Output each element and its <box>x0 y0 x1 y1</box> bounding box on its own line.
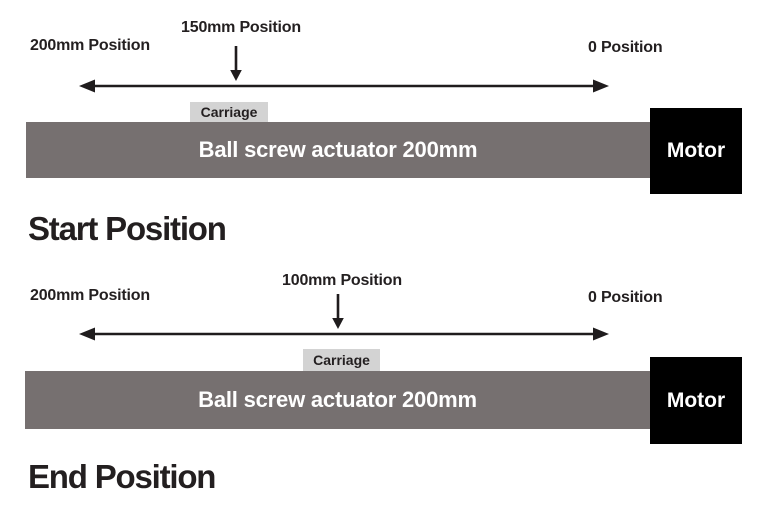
actuator-bar: Ball screw actuator 200mm <box>25 371 650 429</box>
motor-block: Motor <box>650 108 742 194</box>
mid-position-label: 100mm Position <box>282 272 402 289</box>
carriage-block: Carriage <box>190 102 268 122</box>
actuator-bar-label: Ball screw actuator 200mm <box>198 387 477 412</box>
mid-position-label: 150mm Position <box>181 19 301 36</box>
travel-range-arrow-icon <box>79 327 609 341</box>
actuator-bar-label: Ball screw actuator 200mm <box>198 137 478 162</box>
actuator-bar: Ball screw actuator 200mm <box>26 122 650 178</box>
motor-block: Motor <box>650 357 742 444</box>
start-position-caption: Start Position <box>28 210 227 247</box>
motor-label: Motor <box>666 388 726 412</box>
travel-range-arrow-icon <box>79 79 609 93</box>
carriage-label: Carriage <box>200 104 258 120</box>
right-position-label: 0 Position <box>588 39 663 56</box>
down-arrow-icon <box>332 294 344 329</box>
motor-label: Motor <box>666 139 726 162</box>
carriage-label: Carriage <box>313 352 370 368</box>
right-position-label: 0 Position <box>588 289 663 306</box>
end-position-caption: End Position <box>28 458 216 495</box>
carriage-block: Carriage <box>303 349 380 371</box>
left-position-label: 200mm Position <box>30 37 150 54</box>
down-arrow-icon <box>230 46 242 81</box>
left-position-label: 200mm Position <box>30 287 150 304</box>
